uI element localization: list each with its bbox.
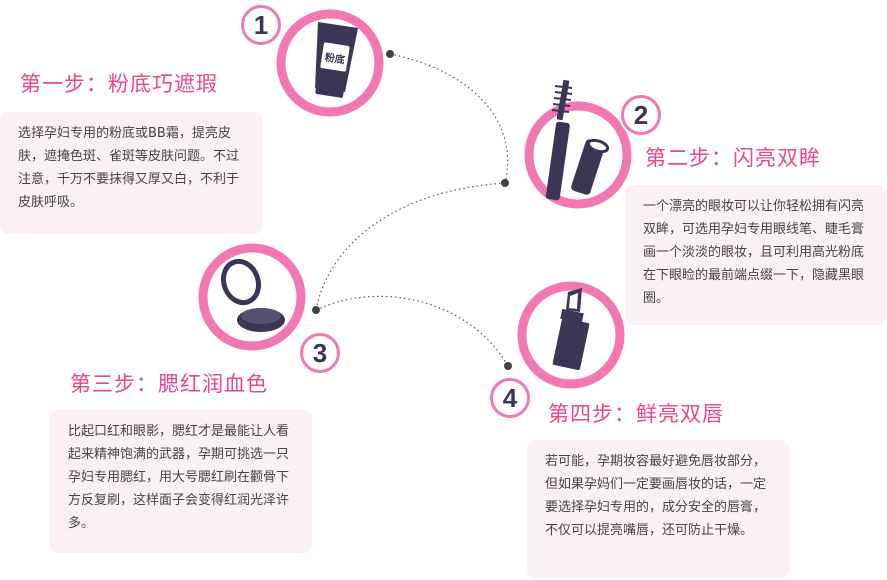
lipstick-icon [552, 288, 590, 371]
connector-lines [315, 53, 509, 367]
step-2-number-badge: 2 [621, 95, 661, 135]
connector-3-4 [315, 295, 509, 367]
step-1-number: 1 [253, 9, 269, 40]
step-2-title: 第二步：闪亮双眸 [645, 146, 821, 170]
compact-mirror-icon [220, 258, 285, 332]
foundation-tube-icon [315, 22, 358, 98]
step-3-description: 比起口红和眼影，腮红才是最能让人看起来精神饱满的武器，孕期可挑选一只孕妇专用腮红… [50, 410, 312, 553]
step-3-number-badge: 3 [300, 333, 340, 373]
connector-2-3 [315, 182, 506, 311]
step-3-number: 3 [312, 337, 328, 368]
step-1-number-badge: 1 [241, 5, 281, 45]
step-4-number-badge: 4 [490, 378, 530, 418]
step-2-description: 一个漂亮的眼妆可以让你轻松拥有闪亮双眸，可选用孕妇专用眼线笔、睫毛膏画一个淡淡的… [625, 185, 887, 325]
step-4-description: 若可能，孕期妆容最好避免唇妆部分，但如果孕妈们一定要画唇妆的话，一定要选择孕妇专… [527, 440, 789, 578]
step-1-description: 选择孕妇专用的粉底或BB霜，提亮皮肤，遮掩色斑、雀斑等皮肤问题。不过注意，千万不… [0, 112, 262, 234]
step-1-title: 第一步：粉底巧遮瑕 [20, 72, 218, 96]
mascara-icon [545, 79, 610, 201]
connector-dots [312, 50, 512, 370]
connector-1-2 [389, 53, 509, 184]
step-3-title: 第三步：腮红润血色 [70, 372, 268, 396]
step-2-number: 2 [633, 99, 649, 130]
step-4-number: 4 [502, 382, 518, 413]
step-4-title: 第四步：鲜亮双唇 [548, 402, 724, 426]
